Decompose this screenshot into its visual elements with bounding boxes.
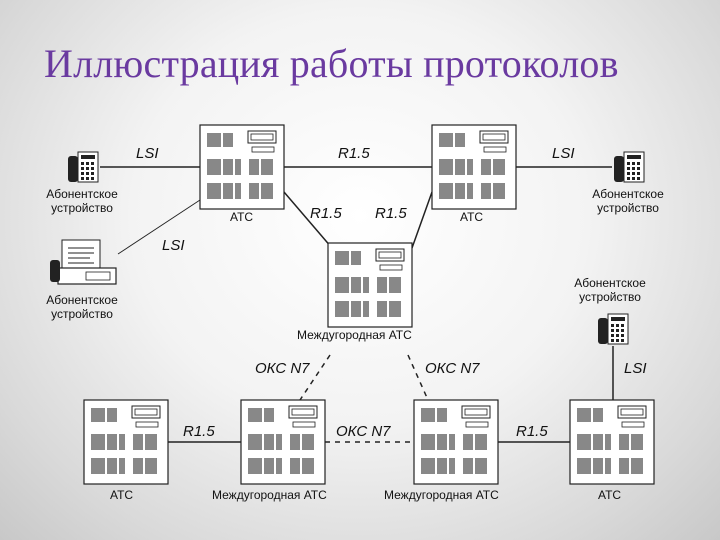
subscriber-label-line: Абонентское [574,276,646,290]
page-title: Иллюстрация работы протоколов [44,41,619,86]
link-label-lsi: LSI [552,145,575,162]
intercity-atc-label: Междугородная АТС [384,488,499,502]
link-label-r15: R1.5 [516,423,548,440]
atc-label: АТС [598,488,621,502]
switch-intercity-mid [327,242,413,328]
intercity-atc-label: Междугородная АТС [297,328,412,342]
link-label-lsi: LSI [624,360,647,377]
link-label-lsi: LSI [136,145,159,162]
atc-label: АТС [110,488,133,502]
link-intercity-to-bottom-right [407,354,429,401]
link-label-r15: R1.5 [310,205,342,222]
link-label-okc: ОКС N7 [425,360,480,377]
switch-atc-bottom-left [83,399,169,485]
atc-label: АТС [230,210,253,224]
subscriber-label-line: Абонентское [46,293,118,307]
atc-label: АТС [460,210,483,224]
switch-atc-top-right [431,124,517,210]
link-label-okc: ОКС N7 [336,423,391,440]
phone-icon [613,151,645,183]
subscriber-label-line: устройство [579,290,641,304]
link-atc-right-to-intercity [411,191,433,249]
fax-icon [49,239,117,285]
switch-intercity-bottom-right [413,399,499,485]
links-group [100,166,614,443]
subscriber-label-line: устройство [51,307,113,321]
link-label-lsi: LSI [162,237,185,254]
phone-icon [67,151,99,183]
switch-atc-bottom-right [569,399,655,485]
link-atc-left-to-intercity [283,191,333,249]
subscriber-label-line: устройство [51,201,113,215]
subscriber-label-line: Абонентское [46,187,118,201]
switch-atc-top-left [199,124,285,210]
link-fax-to-atc [117,199,201,255]
link-label-okc: ОКС N7 [255,360,310,377]
link-label-r15: R1.5 [338,145,370,162]
link-label-r15: R1.5 [375,205,407,222]
phone-icon [597,313,629,345]
link-label-r15: R1.5 [183,423,215,440]
intercity-atc-label: Междугородная АТС [212,488,327,502]
subscriber-label-line: устройство [597,201,659,215]
switch-intercity-bottom-left [240,399,326,485]
subscriber-label-line: Абонентское [592,187,664,201]
